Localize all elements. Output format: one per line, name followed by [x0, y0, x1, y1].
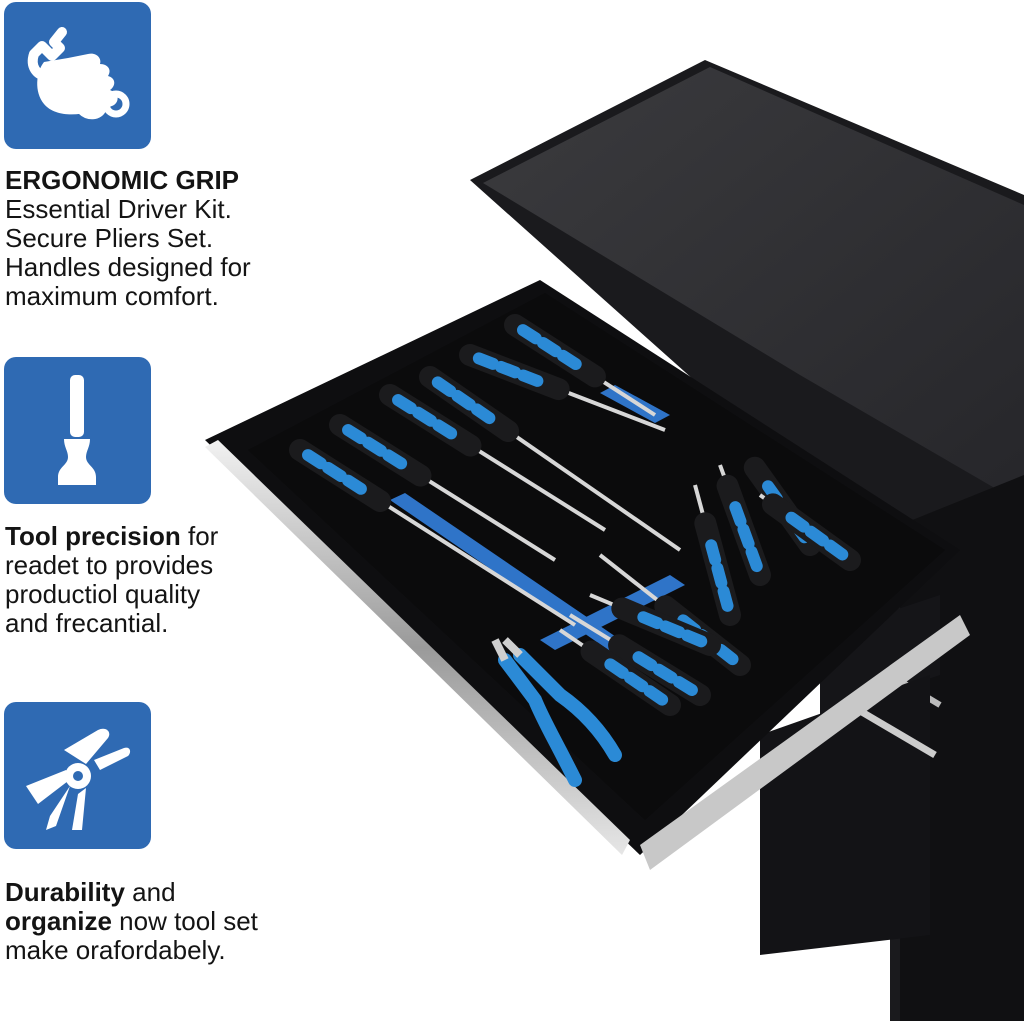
screwdriver-blade — [506, 429, 682, 552]
feature-precision-rest: for — [180, 521, 219, 551]
feature-ergonomic-title: ERGONOMIC GRIP — [5, 165, 240, 195]
foam-channel-1 — [390, 493, 625, 651]
screwdriver-grip — [745, 545, 763, 573]
cabinet-top-mat — [483, 67, 1024, 505]
screwdriver-grip — [451, 389, 476, 411]
screwdriver-grip — [556, 349, 582, 371]
screwdriver-blade — [379, 499, 577, 627]
screwdriver-grip — [495, 360, 522, 379]
screwdriver-blade — [593, 374, 657, 417]
feature-durability-rest-1: and — [124, 877, 176, 907]
drawer-handle-rail — [205, 440, 630, 855]
feature-precision-bold: Tool precision — [5, 521, 181, 551]
feature-ergonomic-line-3: Handles designed for — [5, 252, 251, 282]
screwdriver-grip — [392, 394, 417, 415]
screwdriver-grip — [737, 523, 755, 550]
screwdriver-blade — [598, 553, 667, 608]
screwdriver-grip — [717, 585, 734, 612]
screwdriver-grip — [470, 403, 496, 425]
screwdriver-grip — [681, 629, 708, 648]
feature-durability-rest-2: now tool set — [111, 906, 258, 936]
screwdriver-grip — [659, 620, 686, 639]
screwdriver-blade — [419, 473, 557, 562]
tool-cabinet-illustration — [205, 60, 1024, 1021]
screwdriver-grip — [804, 525, 830, 547]
screwdriver-grip — [672, 676, 698, 697]
drawer-slide — [640, 615, 970, 870]
screwdriver-grip — [362, 436, 388, 457]
screwdriver-grip — [536, 336, 562, 358]
screwdriver-blade — [557, 387, 666, 432]
tool-set — [289, 314, 861, 787]
screwdriver-blade — [469, 443, 607, 532]
feature-precision-line-2: productiol quality — [5, 579, 201, 609]
screwdriver-grip — [302, 449, 327, 470]
screwdriver-grip — [652, 663, 678, 684]
pliers — [498, 648, 622, 787]
feature-ergonomic-line-4: maximum comfort. — [5, 281, 219, 311]
feature-precision-text: Tool precision for readet to provides pr… — [5, 522, 305, 638]
screwdriver-grip — [705, 539, 722, 566]
screwdriver-grip — [637, 611, 664, 630]
feature-durability-line-1: make orafordabely. — [5, 935, 226, 965]
screwdriver-grip — [412, 406, 438, 427]
feature-durability-bold-1: Durability — [5, 877, 125, 907]
feature-ergonomic-line-2: Secure Pliers Set. — [5, 223, 214, 253]
screwdriver-grip — [431, 376, 457, 398]
screwdriver-grip — [342, 424, 367, 445]
pliers-icon — [4, 702, 151, 849]
screwdriver-icon — [4, 357, 151, 504]
feature-ergonomic-line-1: Essential Driver Kit. — [5, 194, 232, 224]
screwdriver-grip — [785, 511, 810, 533]
feature-durability-text: Durability and organize now tool set mak… — [5, 878, 305, 965]
hand-wrench-icon — [4, 2, 151, 149]
screwdriver-grip — [643, 685, 669, 706]
tool-cabinet-drawer — [200, 55, 1024, 1021]
screwdriver-grip — [623, 671, 649, 693]
screwdriver-grip — [432, 419, 458, 440]
feature-durability-bold-2: organize — [5, 906, 112, 936]
screwdriver-grip — [472, 352, 500, 370]
screwdriver-grip — [517, 369, 544, 387]
screwdriver-grip — [823, 539, 849, 561]
screwdriver-grip — [604, 658, 629, 679]
screwdriver-grip — [711, 562, 728, 589]
screwdriver-grip — [516, 324, 542, 345]
screwdriver-grip — [632, 651, 658, 672]
screwdriver-grip — [382, 449, 408, 470]
feature-precision-line-3: and frecantial. — [5, 608, 169, 638]
pliers-jaw — [491, 637, 523, 662]
screwdriver-grip — [714, 643, 739, 666]
feature-ergonomic-text: ERGONOMIC GRIP Essential Driver Kit. Sec… — [5, 166, 305, 311]
screwdriver-grip — [342, 474, 367, 495]
screwdriver-grip — [322, 461, 347, 483]
feature-precision-line-1: readet to provides — [5, 550, 214, 580]
screwdriver-grip — [729, 501, 747, 528]
